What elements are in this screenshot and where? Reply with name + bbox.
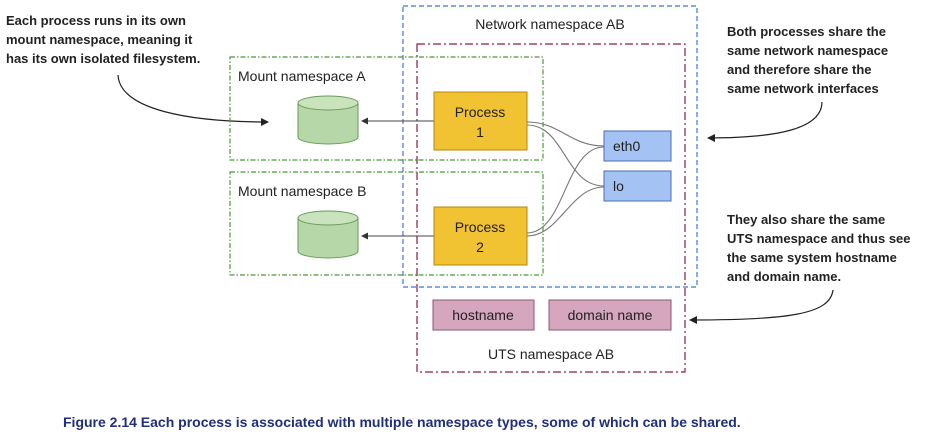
filesystem-a-icon [297, 95, 359, 145]
right-top-annotation: Both processes share the same network na… [707, 24, 888, 142]
process-2-number: 2 [476, 239, 484, 255]
right-bottom-note-line-1: They also share the same [727, 212, 885, 227]
process-1-number: 1 [476, 124, 484, 140]
right-bottom-annotation: They also share the same UTS namespace a… [689, 212, 911, 324]
right-bottom-note-line-4: and domain name. [727, 269, 841, 284]
mount-namespace-a-label: Mount namespace A [238, 68, 366, 84]
interface-connectors [526, 121, 605, 237]
network-namespace-label: Network namespace AB [475, 16, 624, 32]
left-note-arrow [117, 74, 269, 126]
figure-caption: Figure 2.14 Each process is associated w… [63, 414, 741, 430]
uts-namespace-box [416, 43, 686, 373]
mount-namespace-b-label: Mount namespace B [238, 183, 366, 199]
right-bottom-note-arrow [689, 289, 834, 324]
right-top-note-arrow [707, 101, 823, 142]
right-top-note-line-1: Both processes share the [727, 24, 886, 39]
process-1: Process 1 [433, 91, 528, 151]
right-top-note-line-2: same network namespace [727, 43, 888, 58]
left-note-line-2: mount namespace, meaning it [6, 32, 193, 47]
process-1-eth0-link [526, 121, 605, 147]
interface-lo: lo [603, 170, 672, 202]
right-top-note-line-3: and therefore share the [727, 62, 872, 77]
process-1-label: Process [455, 104, 506, 120]
process-2: Process 2 [433, 206, 528, 266]
mount-namespace-a-box [229, 56, 544, 161]
uts-domain-name: domain name [548, 299, 672, 331]
left-annotation: Each process runs in its own mount names… [6, 13, 269, 126]
filesystem-b-icon [297, 210, 359, 259]
uts-hostname-label: hostname [452, 307, 514, 323]
right-bottom-note-line-2: UTS namespace and thus see [727, 231, 911, 246]
right-top-note-line-4: same network interfaces [727, 81, 879, 96]
process-1-lo-link [526, 124, 605, 187]
left-note-line-1: Each process runs in its own [6, 13, 186, 28]
process-2-lo-link [526, 186, 605, 237]
right-bottom-note-line-3: the same system hostname [727, 250, 897, 265]
interface-lo-label: lo [613, 178, 624, 194]
process-2-label: Process [455, 219, 506, 235]
left-note-line-3: has its own isolated filesystem. [6, 51, 200, 66]
uts-domain-name-label: domain name [568, 307, 653, 323]
mount-namespace-b-box [229, 171, 544, 276]
network-namespace-box [402, 5, 698, 288]
uts-namespace-label: UTS namespace AB [488, 346, 614, 362]
interface-eth0-label: eth0 [613, 138, 640, 154]
interface-eth0: eth0 [603, 130, 672, 162]
process-2-eth0-link [526, 146, 605, 234]
uts-hostname: hostname [432, 299, 535, 331]
